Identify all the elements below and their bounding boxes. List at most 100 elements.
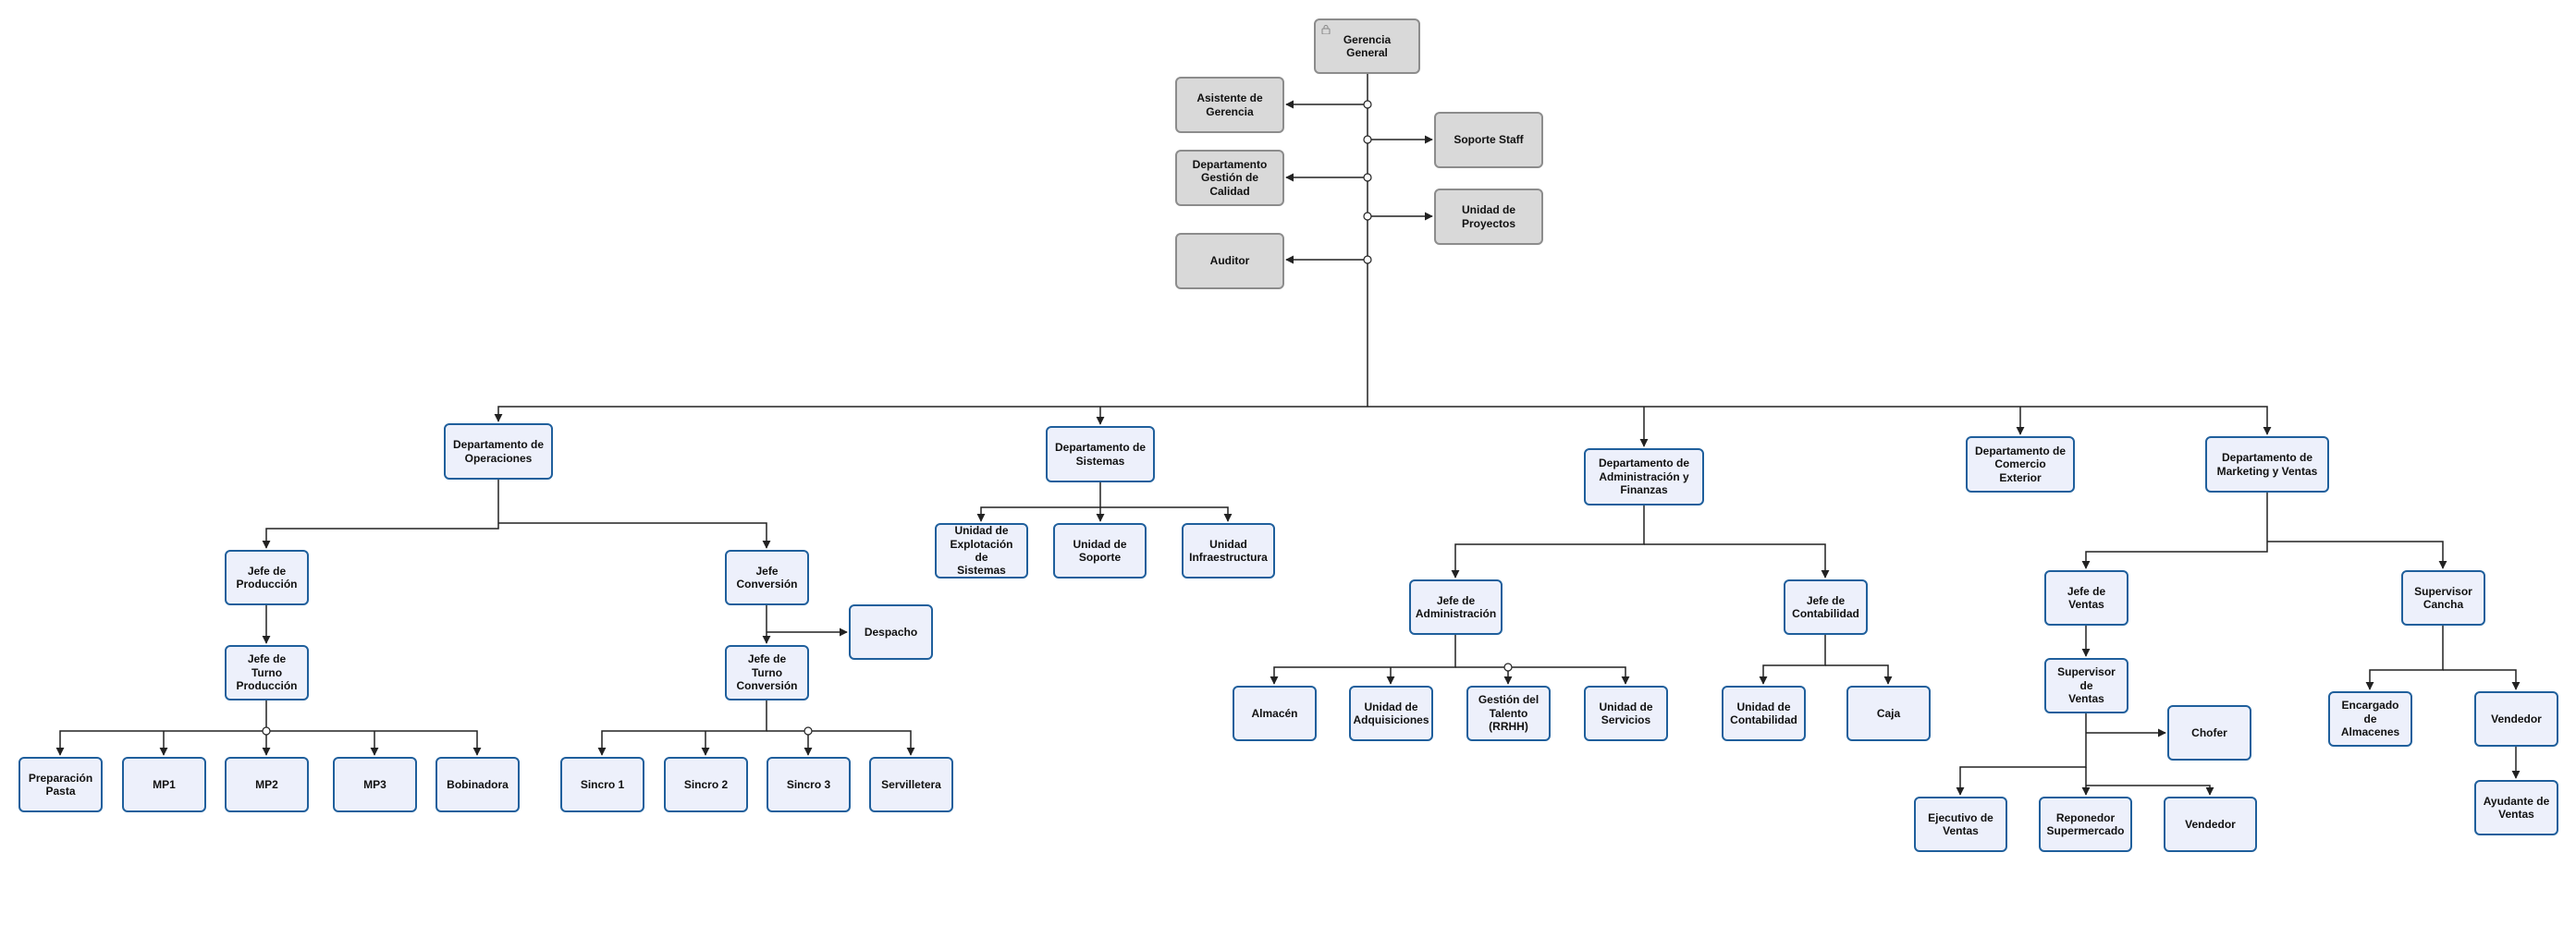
node-label: Bobinadora bbox=[447, 777, 509, 791]
line-hop-staff-2 bbox=[1363, 173, 1372, 182]
connector-sis-bus bbox=[976, 482, 1101, 522]
connector-mk-bus bbox=[2081, 493, 2268, 569]
node-label: MP1 bbox=[153, 777, 176, 791]
node-mp3[interactable]: MP3 bbox=[333, 757, 417, 812]
connector-ops-bus bbox=[262, 480, 499, 549]
node-mp2[interactable]: MP2 bbox=[225, 757, 309, 812]
node-label: Unidad de Servicios bbox=[1599, 700, 1653, 726]
node-label: Jefe de Producción bbox=[236, 564, 298, 591]
node-departamento-operaciones[interactable]: Departamento de Operaciones bbox=[444, 423, 553, 480]
node-label: Sincro 3 bbox=[786, 777, 831, 791]
line-hop-conv bbox=[803, 726, 813, 736]
node-label: Ejecutivo de Ventas bbox=[1928, 810, 1993, 837]
node-vendedor-cancha[interactable]: Vendedor bbox=[2474, 691, 2558, 747]
node-label: Despacho bbox=[864, 625, 918, 639]
node-unidad-de-soporte[interactable]: Unidad de Soporte bbox=[1053, 523, 1147, 579]
node-jefe-turno-produccion[interactable]: Jefe de Turno Producción bbox=[225, 645, 309, 700]
node-departamento-marketing-ventas[interactable]: Departamento de Marketing y Ventas bbox=[2205, 436, 2329, 493]
node-label: Sincro 2 bbox=[683, 777, 729, 791]
node-label: Vendedor bbox=[2491, 712, 2542, 725]
node-caja[interactable]: Caja bbox=[1846, 686, 1931, 741]
connector-conta-bus bbox=[1759, 635, 1826, 685]
node-label: Unidad de Soporte bbox=[1073, 537, 1127, 564]
node-unidad-infraestructura[interactable]: Unidad Infraestructura bbox=[1182, 523, 1275, 579]
node-departamento-administracion-finanzas[interactable]: Departamento de Administración y Finanza… bbox=[1584, 448, 1704, 506]
node-unidad-de-contabilidad[interactable]: Unidad de Contabilidad bbox=[1722, 686, 1806, 741]
connector-turno-conv-bus-r bbox=[767, 730, 915, 756]
node-unidad-explotacion-sistemas[interactable]: Unidad de Explotación de Sistemas bbox=[935, 523, 1028, 579]
node-label: Unidad de Adquisiciones bbox=[1353, 700, 1429, 726]
node-gerencia-general[interactable]: Gerencia General bbox=[1314, 18, 1420, 74]
node-asistente-de-gerencia[interactable]: Asistente de Gerencia bbox=[1175, 77, 1284, 133]
node-chofer[interactable]: Chofer bbox=[2167, 705, 2251, 761]
node-unidad-de-proyectos[interactable]: Unidad de Proyectos bbox=[1434, 189, 1543, 245]
node-servilletera[interactable]: Servilletera bbox=[869, 757, 953, 812]
node-label: Auditor bbox=[1209, 254, 1250, 268]
node-label: Caja bbox=[1876, 706, 1901, 720]
node-label: Supervisor Cancha bbox=[2414, 584, 2472, 611]
node-jefe-de-administracion[interactable]: Jefe de Administración bbox=[1409, 579, 1503, 635]
node-gestion-del-talento[interactable]: Gestión del Talento (RRHH) bbox=[1466, 686, 1551, 741]
node-gestion-de-calidad[interactable]: Departamento Gestión de Calidad bbox=[1175, 150, 1284, 206]
connector-admin-bus bbox=[1270, 635, 1456, 685]
node-supervisor-cancha[interactable]: Supervisor Cancha bbox=[2401, 570, 2485, 626]
node-auditor[interactable]: Auditor bbox=[1175, 233, 1284, 289]
connector-conta-bus-r bbox=[1825, 664, 1893, 685]
node-sincro-1[interactable]: Sincro 1 bbox=[560, 757, 644, 812]
node-vendedor[interactable]: Vendedor bbox=[2164, 797, 2257, 852]
connector-sv-vendedor bbox=[2086, 785, 2214, 796]
connector-dept-bus-right bbox=[1368, 406, 2272, 435]
connector-turno-prod-bus-r bbox=[266, 730, 482, 756]
node-supervisor-de-ventas[interactable]: Supervisor de Ventas bbox=[2044, 658, 2128, 713]
node-label: Departamento Gestión de Calidad bbox=[1192, 157, 1268, 198]
line-hop-admin bbox=[1503, 663, 1513, 672]
connector-turno-conv-bus bbox=[597, 700, 767, 756]
node-label: Ayudante de Ventas bbox=[2483, 794, 2550, 821]
node-almacen[interactable]: Almacén bbox=[1233, 686, 1317, 741]
node-sincro-2[interactable]: Sincro 2 bbox=[664, 757, 748, 812]
node-label: Jefe de Turno Producción bbox=[236, 652, 298, 693]
node-ejecutivo-de-ventas[interactable]: Ejecutivo de Ventas bbox=[1914, 797, 2007, 852]
node-label: Soporte Staff bbox=[1454, 133, 1524, 147]
node-label: Departamento de Marketing y Ventas bbox=[2216, 451, 2318, 478]
line-hop-ops bbox=[262, 726, 271, 736]
connector-admin-bus-r bbox=[1455, 666, 1630, 685]
node-unidad-de-servicios[interactable]: Unidad de Servicios bbox=[1584, 686, 1668, 741]
connector-mk-bus-r bbox=[2267, 541, 2447, 569]
node-label: Gestión del Talento (RRHH) bbox=[1478, 693, 1539, 734]
node-label: Departamento de Comercio Exterior bbox=[1974, 444, 2067, 484]
node-bobinadora[interactable]: Bobinadora bbox=[435, 757, 520, 812]
connector-sis-bus-r bbox=[1100, 506, 1233, 522]
node-label: Unidad de Explotación de Sistemas bbox=[950, 524, 1013, 578]
node-label: Supervisor de Ventas bbox=[2057, 665, 2116, 706]
line-hop-staff-3 bbox=[1363, 212, 1372, 221]
node-label: Gerencia General bbox=[1343, 32, 1392, 59]
node-jefe-de-produccion[interactable]: Jefe de Producción bbox=[225, 550, 309, 605]
node-label: Jefe de Ventas bbox=[2067, 584, 2106, 611]
node-ayudante-de-ventas[interactable]: Ayudante de Ventas bbox=[2474, 780, 2558, 835]
node-jefe-de-ventas[interactable]: Jefe de Ventas bbox=[2044, 570, 2128, 626]
node-label: Reponedor Supermercado bbox=[2046, 810, 2125, 837]
node-label: Vendedor bbox=[2185, 817, 2236, 831]
node-label: Departamento de Administración y Finanza… bbox=[1598, 457, 1690, 497]
node-departamento-comercio-exterior[interactable]: Departamento de Comercio Exterior bbox=[1966, 436, 2075, 493]
node-jefe-conversion[interactable]: Jefe Conversión bbox=[725, 550, 809, 605]
connector-ops-conv bbox=[498, 522, 771, 549]
node-jefe-turno-conversion[interactable]: Jefe de Turno Conversión bbox=[725, 645, 809, 700]
node-departamento-sistemas[interactable]: Departamento de Sistemas bbox=[1046, 426, 1155, 482]
node-mp1[interactable]: MP1 bbox=[122, 757, 206, 812]
node-label: Jefe de Administración bbox=[1415, 593, 1497, 620]
node-unidad-de-adquisiciones[interactable]: Unidad de Adquisiciones bbox=[1349, 686, 1433, 741]
node-encargado-de-almacenes[interactable]: Encargado de Almacenes bbox=[2328, 691, 2412, 747]
node-label: Jefe de Turno Conversión bbox=[736, 652, 798, 693]
node-jefe-de-contabilidad[interactable]: Jefe de Contabilidad bbox=[1784, 579, 1868, 635]
node-label: MP2 bbox=[255, 777, 278, 791]
node-soporte-staff[interactable]: Soporte Staff bbox=[1434, 112, 1543, 168]
line-hop-staff-4 bbox=[1363, 255, 1372, 264]
node-reponedor-supermercado[interactable]: Reponedor Supermercado bbox=[2039, 797, 2132, 852]
node-preparacion-pasta[interactable]: Preparación Pasta bbox=[18, 757, 103, 812]
node-despacho[interactable]: Despacho bbox=[849, 604, 933, 660]
node-label: Encargado de Almacenes bbox=[2340, 699, 2400, 739]
connector-af-bus-r bbox=[1644, 543, 1830, 579]
node-sincro-3[interactable]: Sincro 3 bbox=[767, 757, 851, 812]
